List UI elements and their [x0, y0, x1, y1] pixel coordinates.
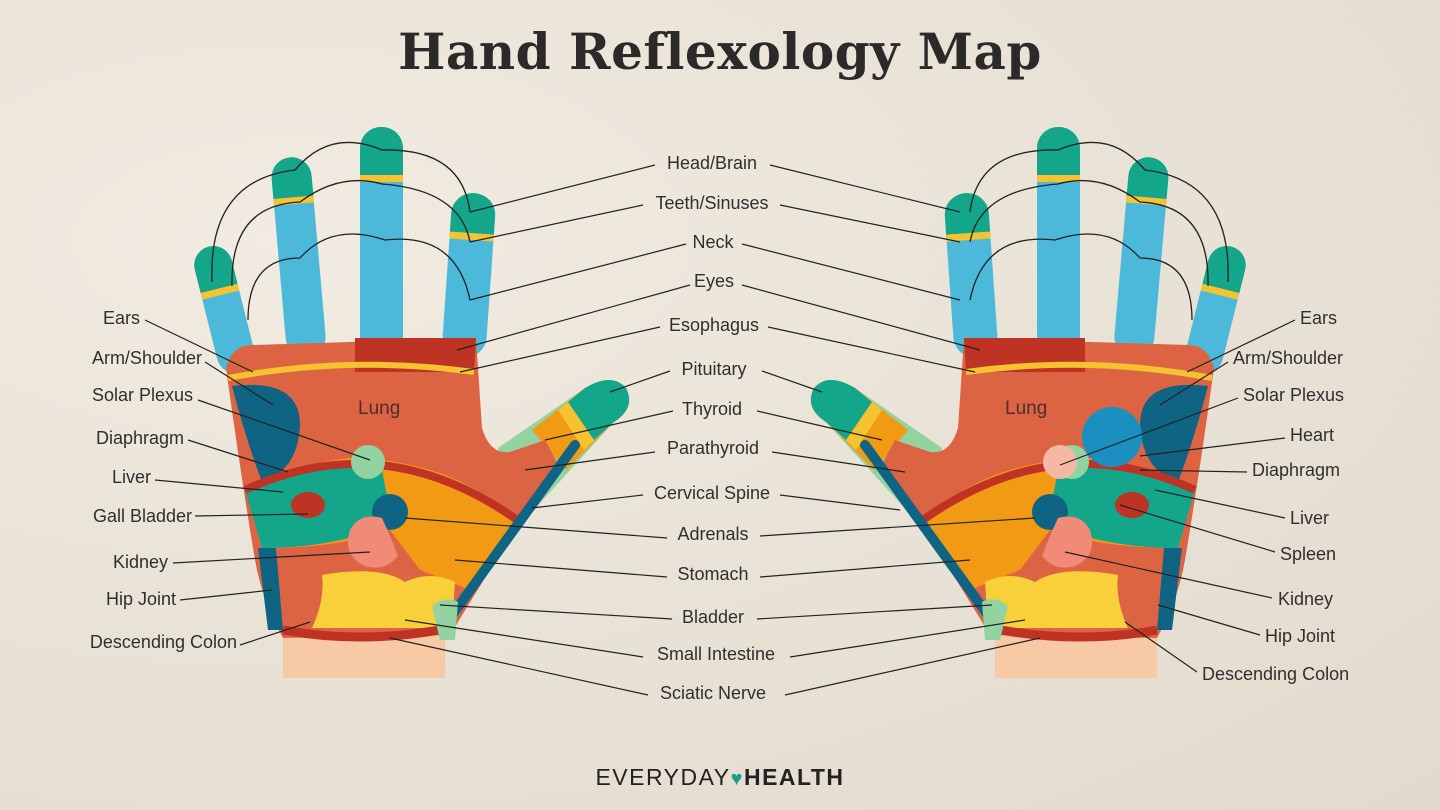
label-head-brain: Head/Brain: [666, 153, 758, 173]
lung-label-left: Lung: [358, 398, 401, 419]
label-esophagus: Esophagus: [668, 315, 760, 335]
label-eyes: Eyes: [693, 271, 735, 291]
apple-heart-icon: ♥: [730, 768, 744, 790]
solar-plexus-zone: [1043, 445, 1077, 479]
logo-text-everyday: EVERYDAY: [595, 764, 731, 790]
label-adrenals: Adrenals: [677, 524, 749, 544]
right-label-spleen: Spleen: [1280, 544, 1337, 564]
label-thyroid: Thyroid: [681, 399, 743, 419]
label-sciatic-nerve: Sciatic Nerve: [659, 683, 767, 703]
left-label-descending-colon: Descending Colon: [89, 632, 237, 652]
right-label-kidney: Kidney: [1278, 589, 1334, 609]
lung-label-right: Lung: [1005, 398, 1048, 419]
left-label-diaphragm: Diaphragm: [95, 428, 184, 448]
label-small-intestine: Small Intestine: [656, 644, 776, 664]
label-parathyroid: Parathyroid: [666, 438, 760, 458]
right-label-hip-joint: Hip Joint: [1265, 626, 1336, 646]
right-label-solar-plexus: Solar Plexus: [1243, 385, 1345, 405]
right-label-arm-shoulder: Arm/Shoulder: [1233, 348, 1344, 368]
left-label-kidney: Kidney: [112, 552, 168, 572]
label-teeth-sinuses: Teeth/Sinuses: [655, 193, 769, 213]
label-bladder: Bladder: [681, 607, 745, 627]
label-pituitary: Pituitary: [681, 359, 747, 379]
left-label-gall-bladder: Gall Bladder: [92, 506, 192, 526]
page-title: Hand Reflexology Map: [398, 22, 1042, 81]
right-label-diaphragm: Diaphragm: [1252, 460, 1341, 480]
logo-text-health: HEALTH: [743, 764, 845, 790]
right-label-descending-colon: Descending Colon: [1202, 664, 1350, 684]
left-hand: [190, 127, 629, 678]
label-neck: Neck: [692, 232, 734, 252]
left-label-solar-plexus: Solar Plexus: [91, 385, 193, 405]
right-label-ears: Ears: [1300, 308, 1338, 328]
left-label-arm-shoulder: Arm/Shoulder: [91, 348, 202, 368]
everyday-health-logo: EVERYDAY♥HEALTH: [0, 764, 1440, 791]
left-label-liver: Liver: [111, 467, 151, 487]
heart-zone: [1082, 407, 1142, 467]
right-label-liver: Liver: [1290, 508, 1330, 528]
left-label-ears: Ears: [102, 308, 140, 328]
label-stomach: Stomach: [677, 564, 749, 584]
leader-lines: [144, 164, 1296, 696]
left-label-hip-joint: Hip Joint: [105, 589, 176, 609]
label-cervical-spine: Cervical Spine: [653, 483, 771, 503]
right-label-heart: Heart: [1290, 425, 1335, 445]
